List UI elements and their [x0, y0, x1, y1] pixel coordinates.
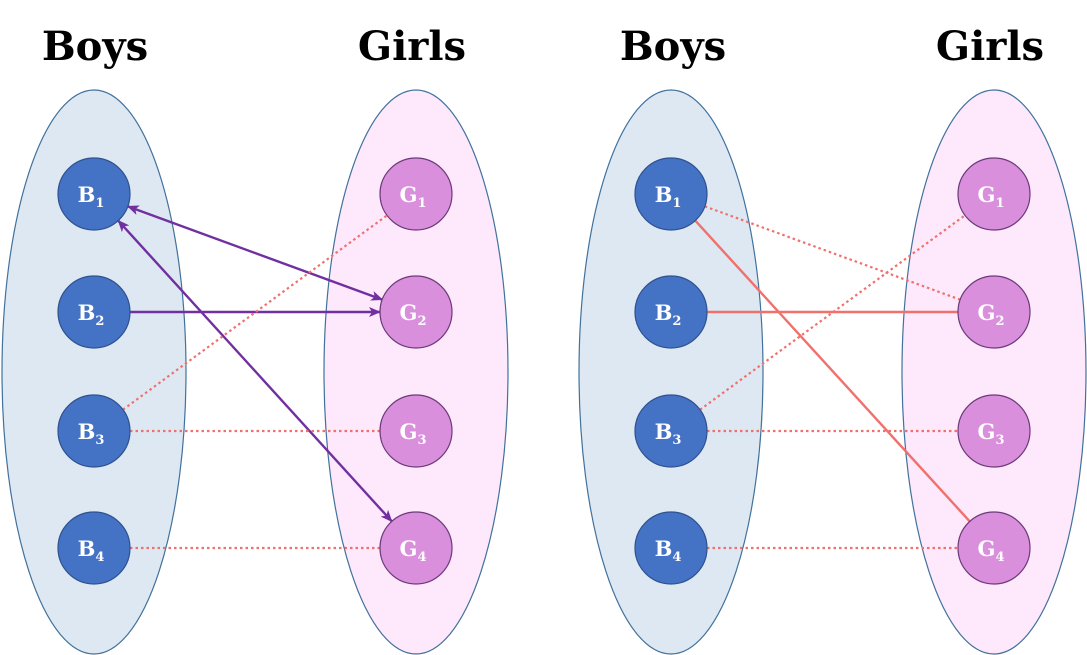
node-label: B3	[78, 419, 105, 448]
node-letter: G	[400, 300, 418, 325]
node-circle	[634, 157, 708, 231]
node-letter: G	[400, 419, 418, 444]
right-edges	[694, 205, 971, 550]
left-boy-node-4: B4	[57, 511, 131, 585]
node-subscript: 1	[95, 196, 104, 211]
node-subscript: 1	[417, 196, 426, 211]
right-girl-node-4: G4	[957, 511, 1031, 585]
node-subscript: 4	[995, 550, 1004, 565]
node-label: G1	[978, 182, 1005, 211]
left-girls-title: Girls	[358, 23, 466, 70]
node-letter: G	[400, 536, 418, 561]
node-letter: B	[78, 300, 96, 325]
node-label: G4	[400, 536, 427, 565]
node-label: G2	[978, 300, 1005, 329]
node-subscript: 2	[995, 314, 1004, 329]
node-label: B2	[655, 300, 682, 329]
right-girl-node-2: G2	[957, 275, 1031, 349]
node-circle	[957, 394, 1031, 468]
left-boy-node-1: B1	[57, 157, 131, 231]
right-girls-set	[901, 89, 1087, 655]
node-circle	[57, 157, 131, 231]
node-circle	[634, 275, 708, 349]
node-letter: B	[78, 419, 96, 444]
node-circle	[379, 275, 453, 349]
node-label: G3	[400, 419, 427, 448]
right-boy-node-4: B4	[634, 511, 708, 585]
node-label: B1	[78, 182, 105, 211]
left-edges	[117, 205, 393, 550]
node-label: G2	[400, 300, 427, 329]
node-letter: B	[78, 182, 96, 207]
node-label: B2	[78, 300, 105, 329]
node-letter: G	[978, 536, 996, 561]
left-girl-node-3: G3	[379, 394, 453, 468]
node-letter: G	[400, 182, 418, 207]
node-circle	[634, 511, 708, 585]
node-label: G3	[978, 419, 1005, 448]
node-circle	[57, 394, 131, 468]
node-letter: B	[655, 300, 673, 325]
right-girl-node-1: G1	[957, 157, 1031, 231]
node-circle	[379, 511, 453, 585]
right-boys-set	[578, 89, 764, 655]
node-subscript: 4	[672, 550, 681, 565]
node-subscript: 2	[95, 314, 104, 329]
edge-b1-g4	[117, 219, 393, 523]
left-girl-node-4: G4	[379, 511, 453, 585]
node-subscript: 1	[995, 196, 1004, 211]
node-subscript: 3	[995, 433, 1004, 448]
node-circle	[379, 157, 453, 231]
right-boy-node-1: B1	[634, 157, 708, 231]
node-letter: B	[655, 182, 673, 207]
node-circle	[957, 511, 1031, 585]
node-circle	[634, 394, 708, 468]
node-subscript: 3	[417, 433, 426, 448]
node-label: B3	[655, 419, 682, 448]
node-label: B4	[655, 536, 682, 565]
edge-b1-g2	[704, 205, 961, 301]
right-boys-title: Boys	[620, 23, 726, 70]
left-boys-title: Boys	[42, 23, 148, 70]
node-letter: G	[978, 419, 996, 444]
right-girls-title: Girls	[936, 23, 1044, 70]
left-girl-node-2: G2	[379, 275, 453, 349]
node-label: G4	[978, 536, 1005, 565]
node-circle	[957, 275, 1031, 349]
node-letter: G	[978, 300, 996, 325]
node-letter: B	[655, 536, 673, 561]
left-boy-node-3: B3	[57, 394, 131, 468]
right-boy-node-2: B2	[634, 275, 708, 349]
right-boy-node-3: B3	[634, 394, 708, 468]
left-girl-node-1: G1	[379, 157, 453, 231]
node-circle	[57, 275, 131, 349]
node-letter: B	[78, 536, 96, 561]
node-subscript: 2	[672, 314, 681, 329]
node-label: G1	[400, 182, 427, 211]
node-subscript: 2	[417, 314, 426, 329]
node-letter: G	[978, 182, 996, 207]
right-girl-node-3: G3	[957, 394, 1031, 468]
node-subscript: 1	[672, 196, 681, 211]
node-label: B4	[78, 536, 105, 565]
node-label: B1	[655, 182, 682, 211]
node-subscript: 4	[417, 550, 426, 565]
node-subscript: 3	[672, 433, 681, 448]
node-circle	[379, 394, 453, 468]
node-letter: B	[655, 419, 673, 444]
node-subscript: 4	[95, 550, 104, 565]
node-circle	[957, 157, 1031, 231]
left-boy-node-2: B2	[57, 275, 131, 349]
node-subscript: 3	[95, 433, 104, 448]
node-circle	[57, 511, 131, 585]
edge-b1-g4	[694, 219, 971, 523]
